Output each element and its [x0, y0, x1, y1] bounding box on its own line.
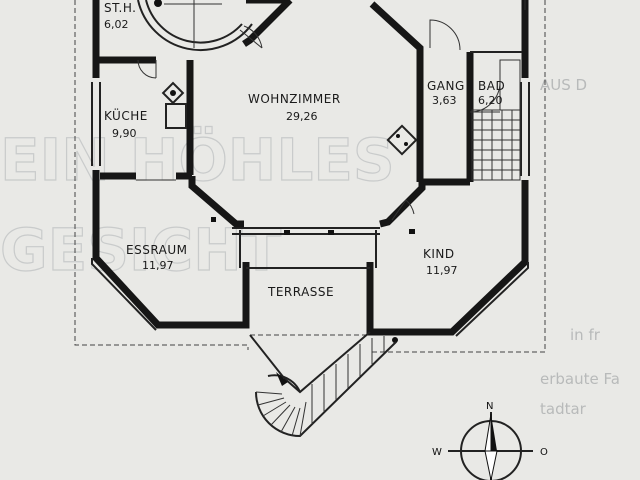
fridge-box	[165, 103, 187, 129]
spiral-staircase	[249, 331, 397, 438]
bath-tiles	[471, 59, 521, 181]
room-wohnzimmer-area: 29,26	[286, 110, 318, 123]
windows	[91, 0, 530, 337]
upper-floor-outline	[74, 0, 546, 353]
exterior-walls	[92, 0, 529, 336]
ghost-heading-line-1: EIN HÖHLES	[0, 125, 395, 194]
ghost-text-4: tadtar	[540, 400, 587, 418]
room-kueche-area: 9,90	[112, 127, 137, 140]
stair-tower	[137, 0, 253, 52]
room-st-h-area: 6,02	[104, 18, 129, 31]
compass-o-label: O	[540, 447, 548, 458]
kitchen-fittings	[161, 81, 187, 129]
columns	[211, 217, 415, 343]
room-bad-area: 6,20	[478, 94, 503, 107]
door-swings	[136, 19, 501, 221]
ghost-text-3: erbaute Fa	[540, 370, 620, 388]
terrace	[239, 230, 377, 269]
compass-rose: N W O	[432, 401, 548, 480]
room-kind-name: KIND	[423, 247, 455, 261]
fireplace	[386, 124, 418, 156]
room-labels: ST.H. 6,02 KÜCHE 9,90 WOHNZIMMER 29,26 G…	[104, 1, 505, 299]
room-gang-name: GANG	[427, 79, 465, 93]
compass-n-label: N	[486, 401, 493, 412]
room-kind-area: 11,97	[426, 264, 458, 277]
interior-walls	[96, 0, 522, 228]
room-essraum-name: ESSRAUM	[126, 243, 188, 257]
ghost-text-1: AUS D	[540, 76, 587, 94]
room-bad-name: BAD	[478, 79, 505, 93]
room-wohnzimmer-name: WOHNZIMMER	[248, 92, 341, 106]
ghost-text-2: in fr	[570, 326, 601, 344]
room-gang-area: 3,63	[432, 94, 457, 107]
room-kueche-name: KÜCHE	[104, 107, 148, 123]
compass-w-label: W	[432, 447, 442, 458]
room-st-h-name: ST.H.	[104, 1, 136, 15]
room-essraum-area: 11,97	[142, 259, 174, 272]
room-terrasse-name: TERRASSE	[267, 285, 334, 299]
